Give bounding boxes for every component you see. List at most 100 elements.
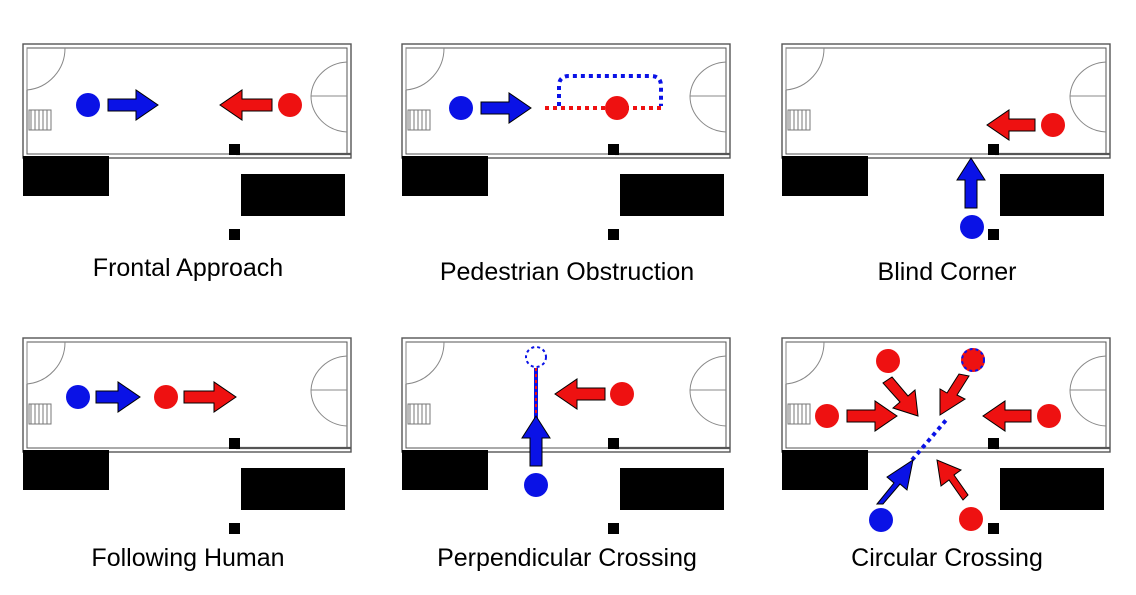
caption-perpendicular-crossing: Perpendicular Crossing (437, 544, 697, 572)
stairs (28, 109, 52, 131)
outer-wall (22, 337, 352, 453)
pillar-bottom (229, 523, 240, 534)
caption-pedestrian-obstruction: Pedestrian Obstruction (439, 258, 695, 286)
scenario-blind-corner: Blind Corner (777, 38, 1117, 288)
robot-arrow (875, 458, 914, 505)
stairs (787, 109, 811, 131)
door-right (310, 355, 348, 427)
table-left (23, 450, 109, 490)
table-right (620, 468, 724, 510)
human-marker (961, 348, 985, 372)
human-marker (610, 382, 634, 406)
inner-wall (405, 341, 727, 449)
table-right (241, 174, 345, 216)
door-left (785, 341, 825, 385)
human-marker (1037, 404, 1061, 428)
pillar-top (608, 438, 619, 449)
floor-plan (22, 337, 352, 534)
door-left (405, 341, 445, 385)
robot-arrow (480, 92, 532, 124)
scenario-following-human: Following Human (18, 332, 358, 582)
inner-wall (785, 341, 1107, 449)
table-right (241, 468, 345, 510)
robot-arrow (107, 89, 159, 121)
floorplan-blind-corner (781, 43, 1111, 240)
human-marker (815, 404, 839, 428)
stairs (787, 403, 811, 425)
floor-plan (22, 43, 352, 240)
human-arrow (183, 381, 237, 413)
human-marker (1041, 113, 1065, 137)
floorplan-pedestrian-obstruction (401, 43, 731, 240)
outer-wall (401, 43, 731, 159)
pillar-top (229, 144, 240, 155)
door-right (310, 61, 348, 133)
pillar-bottom (608, 229, 619, 240)
floorplan-following-human (22, 337, 352, 534)
outer-wall (781, 337, 1111, 453)
door-right (689, 61, 727, 133)
door-right (1069, 355, 1107, 427)
inner-wall (785, 47, 1107, 155)
pillar-top (988, 144, 999, 155)
scenario-frontal-approach: Frontal Approach (18, 38, 358, 288)
human-arrow (846, 400, 898, 432)
robot-arrow (956, 157, 986, 209)
robot-marker (524, 473, 548, 497)
caption-frontal-approach: Frontal Approach (92, 254, 284, 282)
table-left (23, 156, 109, 196)
pillar-top (608, 144, 619, 155)
robot-arrow (95, 381, 141, 413)
human-marker (959, 507, 983, 531)
robot-marker (960, 215, 984, 239)
caption-circular-crossing: Circular Crossing (851, 544, 1043, 572)
table-left (402, 156, 488, 196)
outer-wall (22, 43, 352, 159)
floorplan-perpendicular-crossing (401, 337, 731, 534)
human-marker (605, 96, 629, 120)
table-right (1000, 174, 1104, 216)
floor-plan (781, 43, 1111, 240)
pillar-top (988, 438, 999, 449)
caption-following-human: Following Human (91, 544, 285, 572)
detour-path (557, 74, 663, 106)
floor-plan (781, 337, 1111, 534)
table-right (1000, 468, 1104, 510)
door-left (26, 47, 66, 91)
stairs (28, 403, 52, 425)
scenario-pedestrian-obstruction: Pedestrian Obstruction (397, 38, 737, 288)
floorplan-frontal-approach (22, 43, 352, 240)
stairs (407, 403, 431, 425)
robot-path (910, 417, 949, 462)
human-arrow (939, 373, 970, 416)
outer-wall (401, 337, 731, 453)
floorplan-circular-crossing (781, 337, 1111, 534)
table-left (402, 450, 488, 490)
door-right (689, 355, 727, 427)
human-arrow (219, 89, 273, 121)
human-marker (876, 349, 900, 373)
pillar-top (229, 438, 240, 449)
human-arrow (986, 109, 1036, 141)
floor-plan (401, 43, 731, 240)
caption-blind-corner: Blind Corner (877, 258, 1017, 286)
human-marker (154, 385, 178, 409)
inner-wall (26, 47, 348, 155)
pillar-bottom (988, 523, 999, 534)
goal-marker (525, 346, 547, 368)
robot-marker (449, 96, 473, 120)
human-arrow (554, 378, 606, 410)
human-arrow (882, 376, 919, 417)
pillar-bottom (988, 229, 999, 240)
human-arrow (936, 459, 969, 501)
outer-wall (781, 43, 1111, 159)
scenario-perpendicular-crossing: Perpendicular Crossing (397, 332, 737, 582)
table-right (620, 174, 724, 216)
inner-wall (26, 341, 348, 449)
inner-wall (405, 47, 727, 155)
door-left (785, 47, 825, 91)
door-right (1069, 61, 1107, 133)
robot-arrow (521, 415, 551, 467)
door-left (405, 47, 445, 91)
stairs (407, 109, 431, 131)
